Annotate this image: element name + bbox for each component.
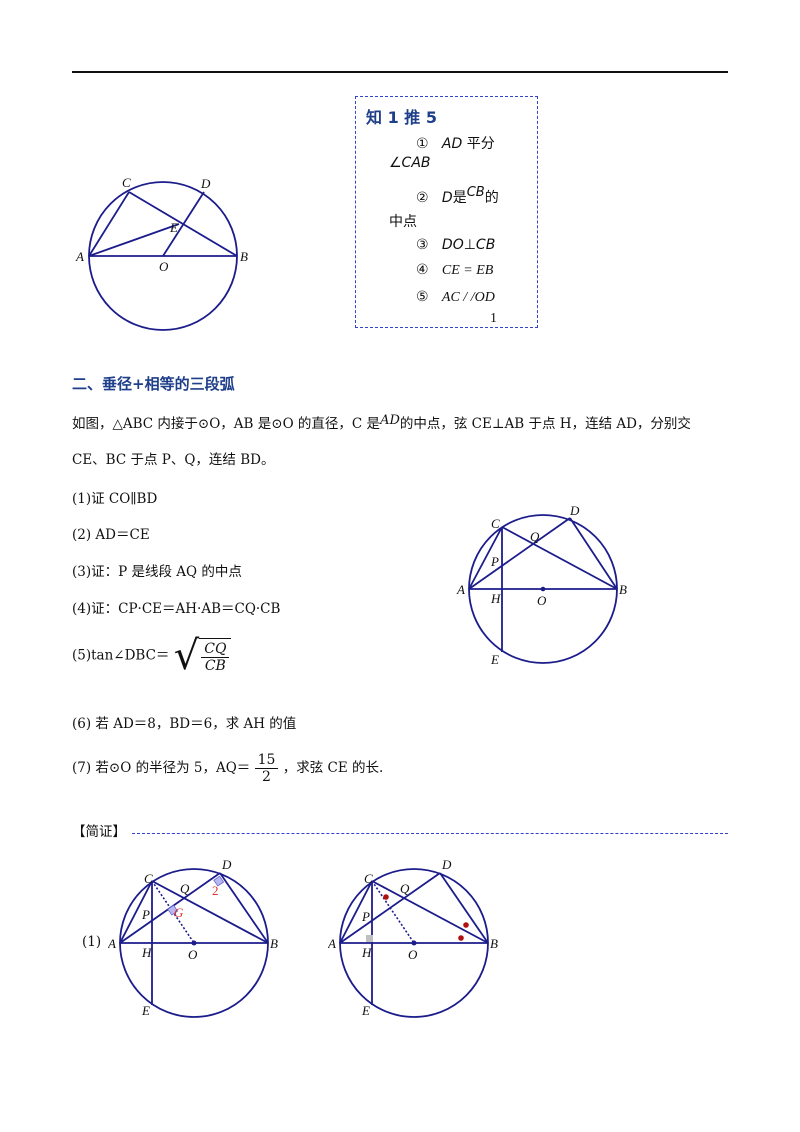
segment-od (162, 191, 205, 257)
label-q: Q (400, 881, 410, 896)
figure-top-circle: C D E A B O (75, 175, 248, 331)
label-b: B (619, 582, 627, 597)
question-1: (1)证 CO∥BD (72, 491, 158, 507)
label-b: B (270, 936, 278, 951)
item-1-text: 平分 (462, 136, 495, 152)
box-footer: 1 (490, 311, 497, 326)
intro-line-2: CE、BC 于点 P、Q，连结 BD。 (72, 452, 275, 468)
label-d: D (441, 857, 452, 872)
label-o: O (537, 593, 547, 608)
intro-part-1: 如图，△ABC 内接于⊙O，AB 是⊙O 的直径，C 是 (72, 416, 381, 432)
q7-suffix: ，求弦 CE 的长. (282, 760, 384, 776)
label-b: B (490, 936, 498, 951)
intro-arc-ad: AD (380, 413, 400, 428)
proof-dashed-line (132, 833, 728, 834)
label-c: C (491, 516, 500, 531)
item-2-cont: 中点 (389, 214, 417, 230)
label-d: D (569, 503, 580, 518)
figure-proof-left: C D Q P G 2 A H O B E (108, 857, 278, 1018)
label-a: A (328, 936, 336, 951)
label-p: P (361, 909, 370, 924)
label-o: O (159, 259, 169, 274)
problem-intro: 如图，△ABC 内接于⊙O，AB 是⊙O 的直径，C 是AD的中点，弦 CE⊥A… (72, 413, 732, 435)
label-g: G (174, 905, 184, 920)
label-o: O (188, 947, 198, 962)
knowledge-box: 知 1 推 5 ① AD 平分 ∠CAB ② D是CB的 中点 ③ DO⊥CB … (355, 96, 538, 328)
proof-label: 【简证】 (72, 824, 126, 840)
item-4: ④ CE = EB (416, 262, 493, 279)
segment-ae (88, 223, 180, 257)
label-b: B (240, 249, 248, 264)
item-2-arc-cb: CB (466, 185, 485, 200)
q7-prefix: (7) 若⊙O 的半径为 5，AQ＝ (72, 760, 251, 776)
label-h: H (490, 591, 501, 606)
question-4: (4)证：CP·CE＝AH·AB＝CQ·CB (72, 601, 281, 617)
label-d: D (221, 857, 232, 872)
item-3-text: DO⊥CB (441, 237, 496, 253)
label-c: C (122, 175, 131, 190)
box-title: 知 1 推 5 (366, 108, 437, 127)
q7-num: 15 (254, 752, 279, 769)
top-rule (72, 71, 728, 73)
label-q: Q (180, 881, 190, 896)
label-c: C (144, 871, 153, 886)
item-2: ② D是CB的 (416, 185, 499, 207)
q5-num: CQ (201, 641, 230, 658)
item-5-num: ⑤ (416, 289, 429, 305)
label-e: E (361, 1003, 370, 1018)
item-4-num: ④ (416, 262, 429, 278)
item-1: ① AD 平分 (416, 133, 495, 153)
item-5: ⑤ AC / /OD (416, 289, 495, 306)
item-2-shi: 是 (452, 190, 467, 206)
figure-proof-right: C D Q P A H O B E (328, 857, 498, 1018)
question-3: (3)证：P 是线段 AQ 的中点 (72, 564, 242, 580)
label-p: P (141, 907, 150, 922)
label-e: E (169, 220, 178, 235)
figure-main: C D Q P A H O B E (456, 503, 627, 667)
item-2-num: ② (416, 190, 429, 206)
label-q: Q (530, 529, 540, 544)
label-d: D (200, 176, 211, 191)
q7-den: 2 (262, 769, 271, 785)
label-e: E (490, 652, 499, 667)
item-2-d: D (441, 190, 453, 206)
intro-part-2: 的中点，弦 CE⊥AB 于点 H，连结 AD，分别交 (399, 416, 691, 432)
label-e: E (141, 1003, 150, 1018)
q5-prefix: (5)tan∠DBC＝ (72, 647, 170, 664)
label-h: H (361, 945, 372, 960)
section-heading: 二、垂径+相等的三段弧 (72, 375, 235, 393)
item-5-text: AC / /OD (441, 290, 495, 305)
proof-part-1: (1) (82, 934, 102, 950)
item-3-num: ③ (416, 237, 429, 253)
q5-den: CB (204, 658, 226, 674)
label-a: A (108, 936, 116, 951)
item-3: ③ DO⊥CB (416, 237, 495, 253)
label-2: 2 (212, 883, 219, 898)
chord-ac (88, 191, 130, 257)
item-1-cont: ∠CAB (389, 155, 431, 171)
label-h: H (141, 945, 152, 960)
item-1-ad: AD (441, 136, 463, 152)
item-4-text: CE = EB (441, 263, 494, 278)
label-a: A (75, 249, 84, 264)
label-c: C (364, 871, 373, 886)
item-1-num: ① (416, 136, 429, 152)
label-o: O (408, 947, 418, 962)
label-p: P (490, 554, 499, 569)
item-2-de: 的 (484, 190, 499, 206)
question-6: (6) 若 AD＝8，BD＝6，求 AH 的值 (72, 716, 297, 732)
label-a: A (456, 582, 465, 597)
question-2: (2) AD＝CE (72, 527, 150, 543)
